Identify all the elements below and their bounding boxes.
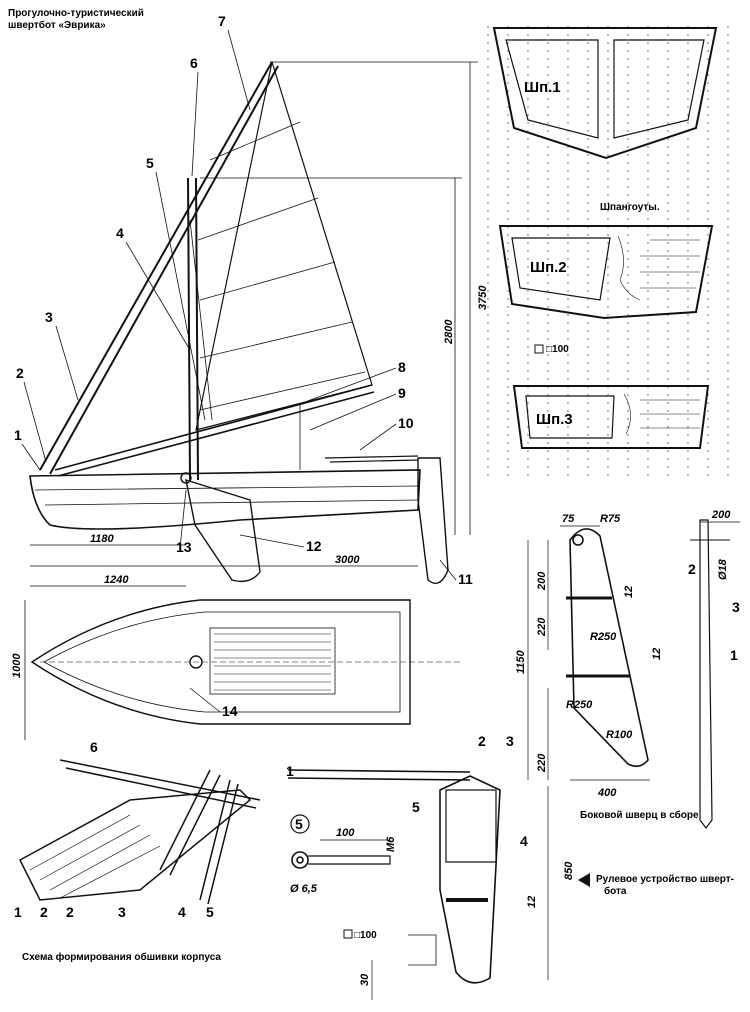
arrow-icon bbox=[578, 873, 590, 887]
plank-callout-4: 4 bbox=[178, 904, 186, 920]
rudder-callout-5: 5 bbox=[412, 799, 420, 815]
frame-1 bbox=[492, 27, 718, 160]
frame-3-label: Шп.3 bbox=[536, 411, 573, 428]
cb-dim-400: 400 bbox=[597, 787, 617, 799]
cb-callout-1: 1 bbox=[730, 647, 738, 663]
rudder-dim-12: 12 bbox=[526, 896, 538, 908]
cb-dim-75: 75 bbox=[562, 513, 575, 525]
rudder-drawing bbox=[287, 769, 501, 984]
side-callouts: 1 2 3 4 5 6 7 8 9 10 11 12 13 14 bbox=[14, 13, 473, 719]
cb-dim-r250b: R250 bbox=[566, 699, 593, 711]
rudder-detail-5: 5 bbox=[295, 816, 303, 832]
planking-caption: Схема формирования обшивки корпуса bbox=[22, 951, 221, 963]
dim-3750: 3750 bbox=[477, 285, 489, 310]
callout-2: 2 bbox=[16, 365, 24, 381]
callout-3: 3 bbox=[45, 309, 53, 325]
callout-13: 13 bbox=[176, 539, 192, 555]
planking-drawing bbox=[19, 759, 261, 905]
plank-callout-3: 3 bbox=[118, 904, 126, 920]
title-line-2: швертбот «Эврика» bbox=[8, 19, 106, 31]
rudder-callout-3: 3 bbox=[506, 733, 514, 749]
centerboard-side bbox=[185, 478, 261, 583]
cb-dim-r75: R75 bbox=[600, 513, 621, 525]
plank-callout-2a: 2 bbox=[40, 904, 48, 920]
callout-12: 12 bbox=[306, 538, 322, 554]
boom bbox=[54, 384, 375, 477]
detail-5-circle bbox=[290, 814, 310, 834]
dim-1000: 1000 bbox=[11, 653, 23, 678]
callout-1: 1 bbox=[14, 427, 22, 443]
frame-1-label: Шп.1 bbox=[524, 79, 561, 96]
cb-dim-r250a: R250 bbox=[590, 631, 617, 643]
plank-callout-1: 1 bbox=[14, 904, 22, 920]
side-view bbox=[29, 61, 449, 584]
cb-side-dim-200: 200 bbox=[711, 509, 731, 521]
rudder-dim-m6: M6 bbox=[385, 836, 397, 852]
cb-dim-12b: 12 bbox=[651, 648, 663, 660]
title-line-1: Прогулочно-туристический bbox=[8, 8, 144, 19]
centerboard-dims bbox=[527, 521, 740, 781]
callout-8: 8 bbox=[398, 359, 406, 375]
cb-dim-220a: 220 bbox=[536, 617, 548, 637]
rudder-dim-30: 30 bbox=[359, 973, 371, 986]
frame-2 bbox=[498, 225, 714, 320]
yard-spar bbox=[39, 61, 279, 475]
cb-callout-2: 2 bbox=[688, 561, 696, 577]
rudder-caption-2: бота bbox=[604, 885, 627, 897]
callout-7: 7 bbox=[218, 13, 226, 29]
cb-side-dim-18: Ø18 bbox=[717, 558, 729, 580]
callout-6: 6 bbox=[190, 55, 198, 71]
plank-callout-6: 6 bbox=[90, 739, 98, 755]
hull-side bbox=[29, 469, 421, 530]
rudder-grid-icon bbox=[343, 929, 353, 939]
rudder-callout-1: 1 bbox=[286, 763, 294, 779]
callout-5: 5 bbox=[146, 155, 154, 171]
rudder-callout-4: 4 bbox=[520, 833, 528, 849]
plank-callout-2b: 2 bbox=[66, 904, 74, 920]
planking-callouts: 1 2 2 3 4 5 6 bbox=[14, 739, 214, 920]
dim-1180: 1180 bbox=[90, 533, 115, 545]
cb-callout-3: 3 bbox=[732, 599, 740, 615]
rudder-dim-dia: Ø 6,5 bbox=[290, 883, 318, 895]
rudder-callout-2: 2 bbox=[478, 733, 486, 749]
centerboard-caption: Боковой шверц в сборе bbox=[580, 809, 699, 821]
callout-4: 4 bbox=[116, 225, 124, 241]
rudder-dim-850: 850 bbox=[563, 861, 575, 880]
rudder-caption-1: Рулевое устройство шверт- bbox=[596, 874, 734, 885]
grid-square-icon bbox=[534, 344, 544, 354]
rudder-grid-label: □100 bbox=[354, 930, 377, 941]
plan-view bbox=[30, 599, 460, 725]
cb-dim-220b: 220 bbox=[536, 753, 548, 773]
dim-2800: 2800 bbox=[443, 319, 455, 345]
callout-11: 11 bbox=[458, 571, 473, 587]
frame-2-label: Шп.2 bbox=[530, 259, 567, 276]
callout-9: 9 bbox=[398, 385, 406, 401]
grid-size-label: □100 bbox=[546, 344, 569, 355]
dim-1240: 1240 bbox=[104, 574, 129, 586]
frames-caption: Шпангоуты. bbox=[600, 202, 660, 213]
main-dimensions bbox=[24, 61, 478, 740]
cb-dim-r100: R100 bbox=[606, 729, 633, 741]
rudder-dim-100: 100 bbox=[336, 827, 355, 839]
callout-10: 10 bbox=[398, 415, 414, 431]
dim-3000: 3000 bbox=[335, 554, 360, 566]
cb-dim-200: 200 bbox=[536, 571, 548, 591]
centerboard-drawing bbox=[566, 519, 730, 829]
frame-3 bbox=[512, 385, 710, 449]
callout-14: 14 bbox=[222, 703, 238, 719]
cb-dim-1150: 1150 bbox=[515, 649, 527, 674]
sail bbox=[195, 61, 373, 431]
rudder-dims bbox=[320, 786, 549, 1000]
plank-callout-5: 5 bbox=[206, 904, 214, 920]
cb-dim-12a: 12 bbox=[623, 586, 635, 598]
